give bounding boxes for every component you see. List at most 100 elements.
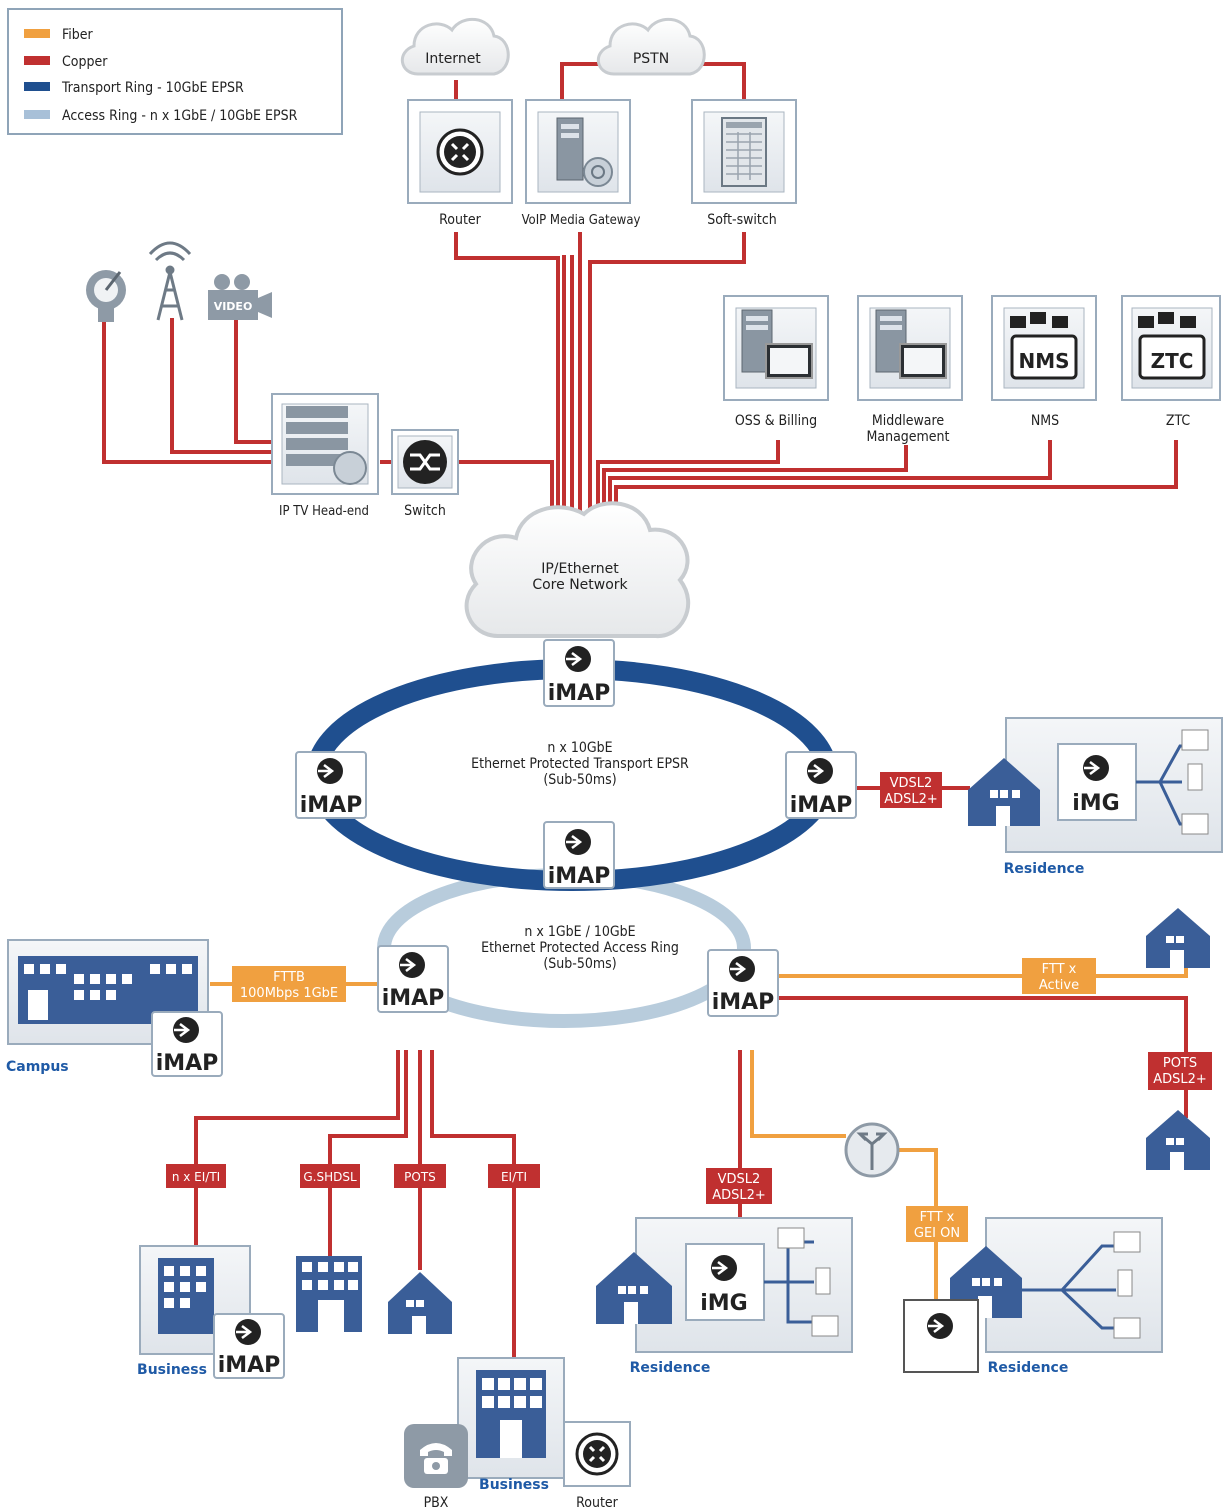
svg-text:VDSL2: VDSL2 — [718, 1172, 761, 1187]
svg-text:GEI ON: GEI ON — [914, 1226, 960, 1241]
internet-cloud: Internet — [401, 17, 510, 76]
iptv-headend: IP TV Head-end — [271, 393, 379, 519]
tag-nxei: n x EI/TI — [166, 1164, 226, 1188]
office-building-icon — [158, 1258, 214, 1334]
imap-label: iMAP — [382, 986, 445, 1011]
svg-text:n x 1GbE / 10GbE: n x 1GbE / 10GbE — [524, 924, 635, 940]
nms: NMS NMS — [991, 295, 1097, 429]
router-bottom-label: Router — [576, 1495, 618, 1508]
router-top: Router — [407, 99, 513, 228]
imap-transport-right[interactable]: iMAP — [785, 751, 857, 819]
residence-mid-label: Residence — [630, 1360, 711, 1376]
svg-text:(Sub-50ms): (Sub-50ms) — [543, 956, 616, 972]
antenna-tower-icon — [148, 241, 192, 321]
oss-label: OSS & Billing — [735, 413, 817, 429]
router-icon — [436, 128, 484, 176]
phone-icon — [420, 1443, 452, 1474]
switch: Switch — [391, 429, 459, 519]
imap-label: iMAP — [712, 990, 775, 1015]
legend-swatch-access — [24, 110, 50, 119]
svg-text:n x 10GbE: n x 10GbE — [547, 740, 612, 756]
tag-ftt-active: FTT x Active — [1022, 958, 1096, 994]
softswitch: Soft-switch — [691, 99, 797, 228]
server-icon — [556, 117, 613, 187]
computer-icon — [875, 309, 947, 379]
access-ring-text: n x 1GbE / 10GbE Ethernet Protected Acce… — [481, 924, 679, 972]
tag-pots-adsl: POTS ADSL2+ — [1148, 1052, 1212, 1090]
svg-text:ADSL2+: ADSL2+ — [712, 1188, 766, 1203]
middleware-label-2: Management — [867, 429, 950, 445]
house-icon — [1146, 908, 1210, 968]
transport-ring-text: n x 10GbE Ethernet Protected Transport E… — [471, 740, 689, 788]
imap-core[interactable]: iMAP — [543, 639, 615, 707]
middleware: Middleware Management — [857, 295, 963, 445]
imap-ring-junction[interactable]: iMAP — [543, 821, 615, 889]
residence-mid: iMG Residence — [596, 1217, 853, 1376]
legend-swatch-transport — [24, 82, 50, 91]
softswitch-label: Soft-switch — [707, 212, 777, 228]
tag-vdsl-bottom: VDSL2 ADSL2+ — [706, 1168, 772, 1204]
tag-fttb: FTTB 100Mbps 1GbE — [232, 966, 346, 1002]
svg-text:ADSL2+: ADSL2+ — [1153, 1072, 1207, 1087]
copper-links-core — [102, 62, 1178, 515]
satellite-icon — [86, 270, 126, 322]
pbx-label: PBX — [424, 1495, 449, 1508]
pc-icon — [1113, 1317, 1141, 1339]
svg-text:n x EI/TI: n x EI/TI — [172, 1170, 220, 1184]
imap-label: iMAP — [548, 864, 611, 889]
imap-access-right[interactable]: iMAP — [707, 949, 779, 1017]
core-label-1: IP/Ethernet — [541, 561, 619, 577]
img-label: iMG — [1072, 791, 1120, 816]
svg-text:VDSL2: VDSL2 — [890, 776, 933, 791]
business-bottom: Business — [457, 1357, 565, 1493]
ztc-icon: ZTC — [1138, 312, 1206, 380]
tag-pots: POTS — [394, 1164, 446, 1188]
core-label-2: Core Network — [532, 577, 628, 593]
legend-label-fiber: Fiber — [62, 27, 93, 43]
svg-text:Active: Active — [1039, 978, 1079, 993]
imap-label: iMAP — [300, 793, 363, 818]
internet-label: Internet — [425, 51, 481, 67]
imap-access-left[interactable]: iMAP — [377, 945, 449, 1013]
imap-label: iMAP — [156, 1051, 219, 1076]
house-icon — [596, 1252, 672, 1324]
house-icon — [968, 758, 1040, 826]
pc-icon — [811, 1315, 839, 1337]
tag-eiti: EI/TI — [488, 1164, 540, 1188]
imap-transport-left[interactable]: iMAP — [295, 751, 367, 819]
legend-swatch-fiber — [24, 29, 50, 38]
nms-badge: NMS — [1018, 349, 1069, 373]
tag-ftt-gei: FTT x GEI ON — [906, 1206, 968, 1242]
imap-label: iMAP — [790, 793, 853, 818]
svg-text:FTT x: FTT x — [920, 1210, 955, 1225]
phone-icon — [815, 1267, 831, 1295]
fiber-links — [210, 964, 1188, 1300]
phone-icon — [1117, 1269, 1133, 1297]
svg-text:EI/TI: EI/TI — [501, 1170, 527, 1184]
pc-icon — [777, 1227, 805, 1249]
nms-label: NMS — [1031, 413, 1059, 429]
voip-gateway: VoIP Media Gateway — [522, 99, 641, 228]
video-icon-text: VIDEO — [214, 300, 253, 313]
ztc: ZTC ZTC — [1121, 295, 1221, 429]
office-building-icon — [476, 1370, 546, 1458]
residence-right: Residence — [903, 1217, 1163, 1376]
imap-label: iMAP — [218, 1353, 281, 1378]
svg-text:100Mbps 1GbE: 100Mbps 1GbE — [240, 986, 338, 1001]
headend-rack-icon — [286, 406, 367, 485]
svg-text:Ethernet Protected Transport E: Ethernet Protected Transport EPSR — [471, 756, 689, 772]
svg-text:POTS: POTS — [1163, 1056, 1197, 1071]
svg-text:G.SHDSL: G.SHDSL — [303, 1170, 357, 1184]
ztc-label: ZTC — [1166, 413, 1190, 429]
middleware-label-1: Middleware — [872, 413, 945, 429]
core-network-cloud: IP/Ethernet Core Network — [464, 501, 691, 639]
residence-top-label: Residence — [1004, 861, 1085, 877]
svg-text:POTS: POTS — [404, 1170, 436, 1184]
legend-label-copper: Copper — [62, 54, 108, 70]
splitter-icon — [844, 1122, 900, 1178]
pc-icon — [1181, 729, 1209, 751]
tag-gshdsl: G.SHDSL — [300, 1164, 360, 1188]
voip-label: VoIP Media Gateway — [522, 213, 641, 228]
business-bottom-label: Business — [479, 1477, 549, 1493]
pc-icon — [1113, 1231, 1141, 1253]
